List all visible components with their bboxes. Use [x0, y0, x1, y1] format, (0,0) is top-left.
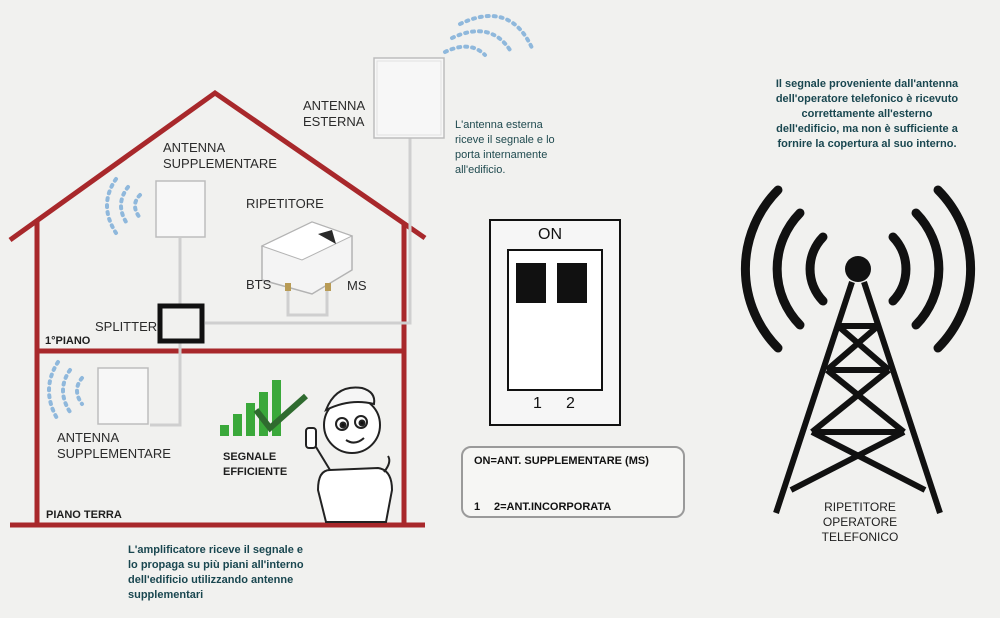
tower-label-line3: TELEFONICO	[821, 530, 899, 544]
top-supp-label-line2: SUPPLEMENTARE	[163, 156, 277, 171]
switch-legend-box: ON=ANT. SUPPLEMENTARE (MS) 1 2=ANT.INCOR…	[461, 446, 685, 518]
ms-connector-icon	[325, 283, 331, 291]
splitter-box	[157, 303, 205, 344]
amp-desc-line1: L'amplificatore riceve il segnale e	[128, 544, 304, 556]
amplifier-description: L'amplificatore riceve il segnale e lo p…	[128, 543, 304, 603]
top-supplementary-antenna	[155, 180, 206, 238]
person-on-phone-icon	[305, 386, 394, 523]
external-antenna-description: L'antenna esterna riceve il segnale e lo…	[455, 118, 555, 178]
efficient-signal-line1: SEGNALE	[223, 451, 277, 463]
repeater-device	[260, 221, 354, 295]
switch-number-2: 2	[566, 395, 575, 412]
cables	[150, 138, 412, 427]
bottom-supp-label-line1: ANTENNA	[57, 430, 120, 445]
amp-desc-line2: lo propaga su più piani all'interno	[128, 559, 304, 571]
ms-label: MS	[347, 278, 367, 293]
external-antenna-label-line2: ESTERNA	[303, 114, 365, 129]
external-antenna-label: ANTENNA ESTERNA	[303, 98, 365, 130]
switch-toggle-2	[557, 263, 587, 303]
efficient-signal-label: SEGNALE EFFICIENTE	[223, 450, 287, 480]
external-antenna-panel	[373, 57, 445, 139]
ext-desc-line2: riceve il segnale e lo	[455, 134, 555, 146]
switch-toggle-1	[516, 263, 546, 303]
op-desc-line4: dell'edificio, ma non è sufficiente a	[776, 123, 958, 135]
signal-strength-icon	[220, 380, 281, 436]
first-floor-label: 1°PIANO	[45, 335, 91, 347]
repeater-label: RIPETITORE	[246, 196, 324, 211]
op-desc-line1: Il segnale proveniente dall'antenna	[775, 78, 959, 90]
house-outline	[8, 89, 427, 528]
legend-incorporated-text: 2=ANT.INCORPORATA	[494, 501, 612, 513]
op-desc-line3: correttamente all'esterno	[801, 108, 933, 120]
external-antenna-signal-icon	[443, 14, 534, 57]
op-desc-line5: fornire la copertura al suo interno.	[777, 138, 957, 150]
roof-line	[8, 89, 427, 243]
ext-desc-line3: porta internamente	[455, 149, 548, 161]
bottom-supplementary-antenna-label: ANTENNA SUPPLEMENTARE	[57, 430, 171, 462]
dip-switch-diagram	[489, 219, 621, 426]
tower-label: RIPETITORE OPERATORE TELEFONICO	[815, 500, 905, 545]
efficient-signal-line2: EFFICIENTE	[223, 466, 288, 478]
tower-label-line1: RIPETITORE	[824, 500, 896, 514]
switch-number-1: 1	[533, 395, 542, 412]
legend-number-1: 1	[474, 501, 481, 513]
external-antenna-label-line1: ANTENNA	[303, 98, 366, 113]
check-icon	[253, 393, 308, 433]
tower-label-line2: OPERATORE	[822, 515, 898, 529]
top-antenna-signal-icon	[105, 177, 142, 235]
top-supplementary-antenna-label: ANTENNA SUPPLEMENTARE	[163, 140, 277, 172]
op-desc-line2: dell'operatore telefonico è ricevuto	[775, 93, 959, 105]
amp-desc-line3: dell'edificio utilizzando antenne	[128, 574, 294, 586]
ground-floor-label: PIANO TERRA	[46, 509, 122, 521]
bts-connector-icon	[285, 283, 291, 291]
bottom-supplementary-antenna	[97, 367, 149, 425]
cell-tower-icon	[740, 185, 976, 514]
operator-signal-description: Il segnale proveniente dall'antenna dell…	[752, 77, 982, 152]
splitter-label: SPLITTER	[95, 319, 158, 334]
amp-desc-line4: supplementari	[128, 589, 204, 601]
top-supp-label-line1: ANTENNA	[163, 140, 226, 155]
legend-on-text: ON=ANT. SUPPLEMENTARE (MS)	[474, 455, 649, 467]
ext-desc-line4: all'edificio.	[455, 164, 506, 176]
ext-desc-line1: L'antenna esterna	[455, 119, 543, 131]
bts-label: BTS	[246, 277, 272, 292]
bottom-supp-label-line2: SUPPLEMENTARE	[57, 446, 171, 461]
switch-on-label: ON	[538, 226, 562, 243]
repeater-logo-icon	[318, 230, 336, 244]
bottom-antenna-signal-icon	[47, 360, 84, 422]
